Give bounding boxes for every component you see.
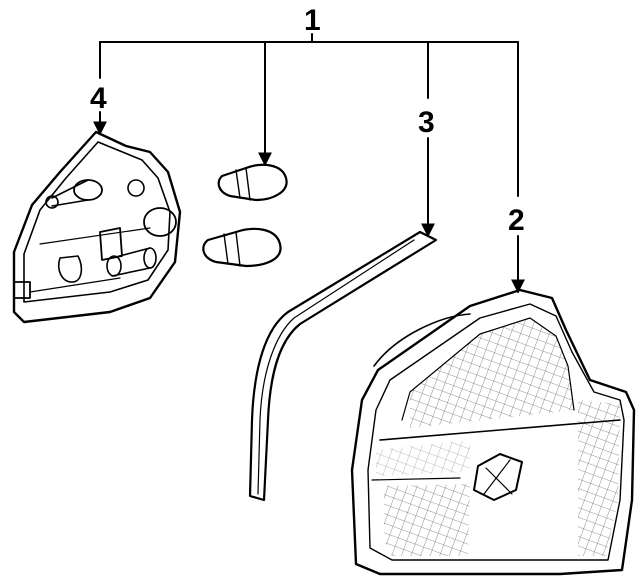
- socket-housing: [12, 130, 182, 324]
- callout-2: 2: [508, 204, 525, 237]
- bulb-upper: [217, 163, 288, 202]
- bulb-lower: [202, 227, 282, 268]
- reflector-emblem: [473, 453, 523, 501]
- callout-1: 1: [304, 4, 321, 37]
- lens-hatching: [376, 318, 620, 556]
- gasket: [248, 230, 438, 502]
- callout-4: 4: [90, 82, 107, 115]
- callout-3: 3: [418, 106, 435, 139]
- callout-leaders: [93, 33, 525, 294]
